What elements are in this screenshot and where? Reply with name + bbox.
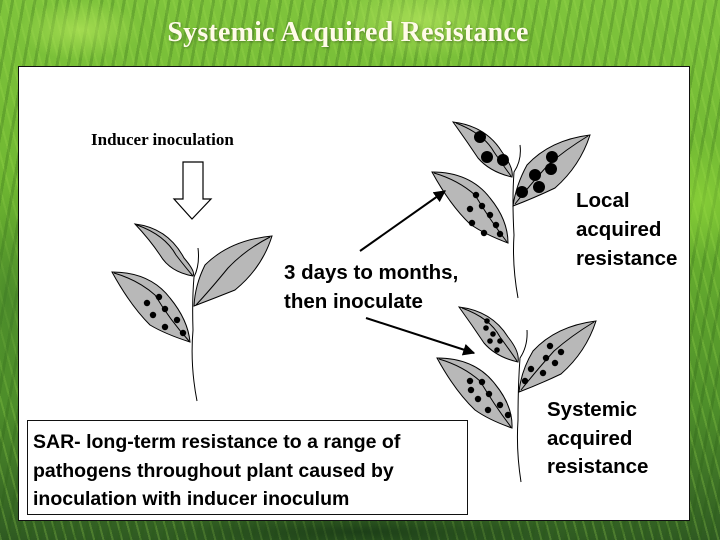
local-label-line: Local xyxy=(576,189,630,212)
systemic-resistance-label: Systemic acquired resistance xyxy=(547,396,648,482)
small-lesion-dots xyxy=(466,191,504,238)
hollow-down-arrow-icon xyxy=(172,161,213,220)
lesion-dots xyxy=(466,318,565,419)
big-lesion-dots xyxy=(474,131,558,198)
systemic-label-line: resistance xyxy=(547,455,649,478)
slide-title: Systemic Acquired Resistance xyxy=(167,17,529,48)
lesion-dots xyxy=(143,293,187,337)
systemic-resistance-plant xyxy=(436,306,597,483)
local-resistance-label: Local acquired resistance xyxy=(576,186,677,273)
local-resistance-plant xyxy=(431,121,591,299)
arrow-to-systemic-icon xyxy=(365,317,476,356)
delay-label-line: 3 days to months, xyxy=(284,261,459,284)
systemic-label-line: Systemic xyxy=(547,398,638,421)
definition-line: pathogens throughout plant caused by xyxy=(33,459,394,482)
delay-label-line: then inoculate xyxy=(284,290,423,313)
sar-definition-box: SAR- long-term resistance to a range of … xyxy=(27,420,468,515)
inducer-inoculation-label: Inducer inoculation xyxy=(91,130,234,149)
local-label-line: resistance xyxy=(576,247,678,270)
systemic-label-line: acquired xyxy=(547,426,633,450)
delay-label: 3 days to months, then inoculate xyxy=(284,258,458,316)
definition-line: SAR- long-term resistance to a range of xyxy=(33,431,401,453)
local-label-line: acquired xyxy=(576,218,662,241)
definition-line: inoculation with inducer inoculum xyxy=(33,488,350,510)
arrow-to-local-icon xyxy=(359,190,446,252)
inoculated-plant xyxy=(111,223,273,402)
